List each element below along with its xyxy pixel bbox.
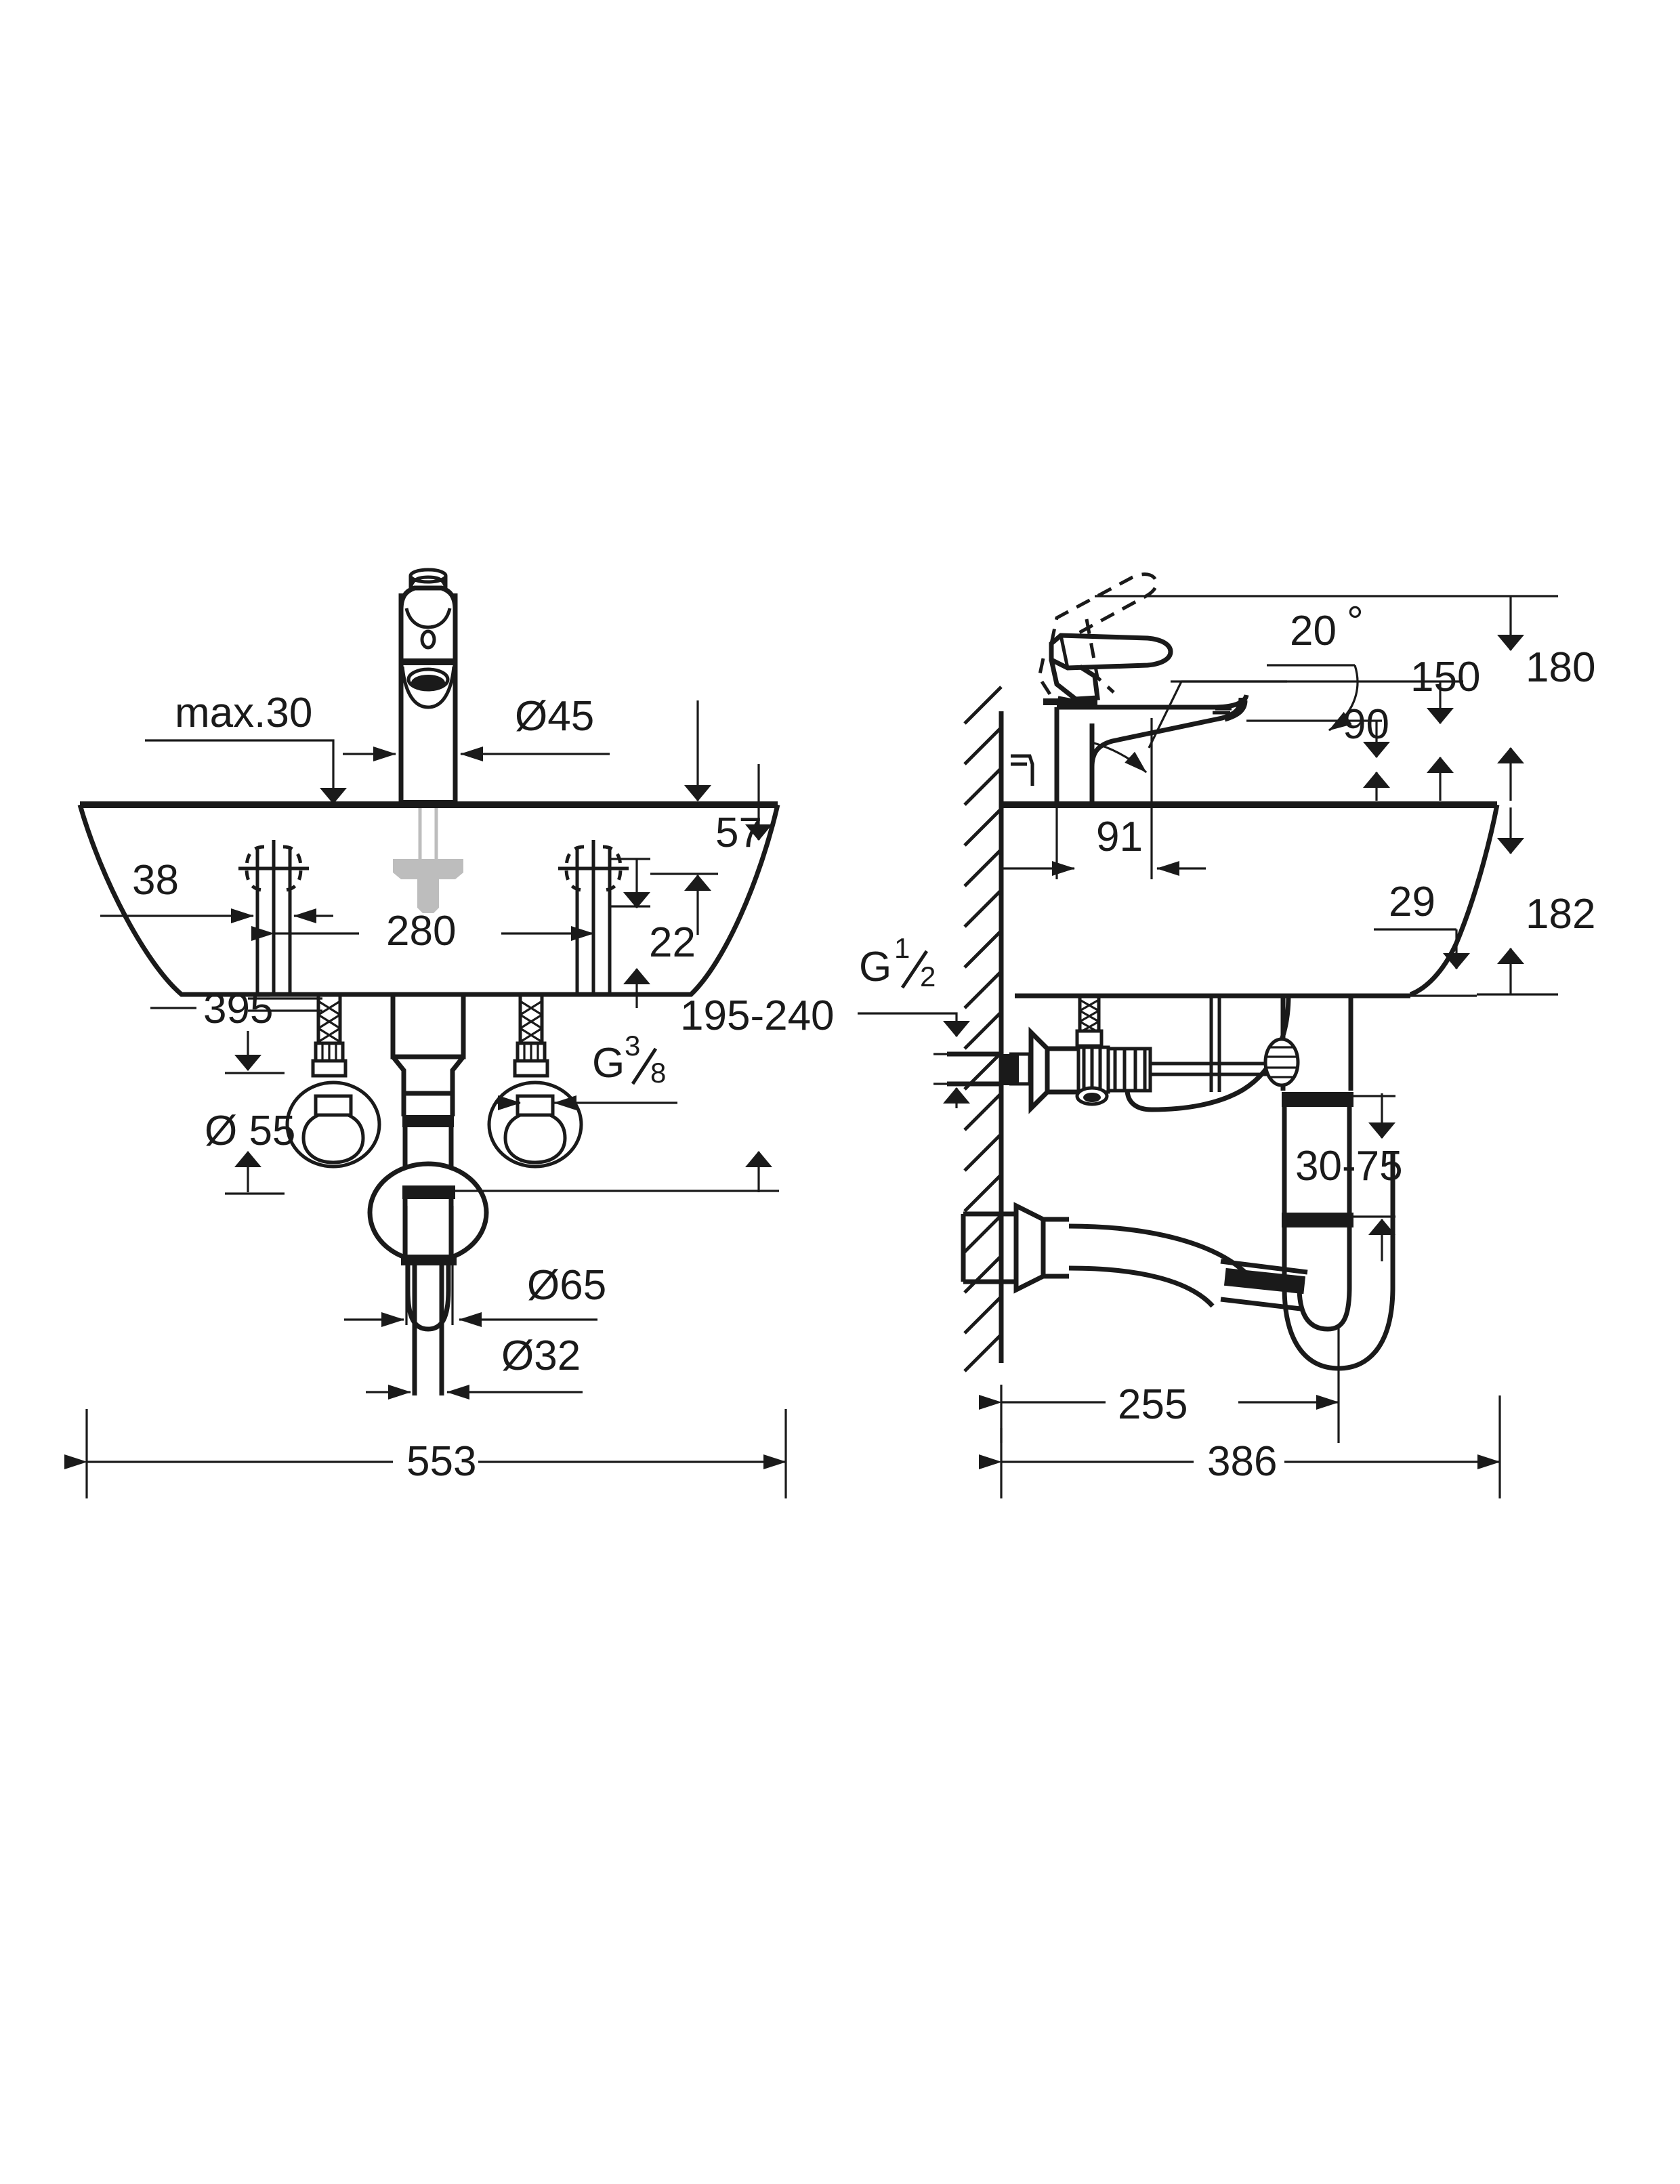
dim-386-label: 386 xyxy=(1207,1438,1277,1485)
dim-395: 395 xyxy=(150,986,322,1195)
escutcheon-right xyxy=(487,1080,583,1169)
dim-g38-denominator: 8 xyxy=(650,1057,666,1089)
escutcheon-left xyxy=(285,1080,381,1169)
dim-30-75: 30-75 xyxy=(1295,1093,1403,1261)
dim-195240-label: 195-240 xyxy=(680,992,835,1039)
dim-g38-numerator: 3 xyxy=(625,1030,640,1062)
dim-g12-numerator: 1 xyxy=(894,932,910,964)
drain-trap-side xyxy=(961,996,1395,1371)
drain-assembly-front xyxy=(367,996,489,1395)
front-view: max.30 Ø45 57 38 280 xyxy=(64,568,835,1498)
dim-90: 90 xyxy=(1246,701,1390,801)
dim-max30-label: max.30 xyxy=(175,690,312,736)
mixer-front-elevation xyxy=(398,568,458,807)
dim-d65: Ø65 xyxy=(344,1206,606,1327)
dim-3075-label: 30-75 xyxy=(1295,1143,1403,1190)
dim-280-label: 280 xyxy=(386,908,456,954)
dim-20deg-label: 20 xyxy=(1290,608,1337,654)
dim-d55: Ø 55 xyxy=(205,1108,295,1154)
dim-57-label: 57 xyxy=(715,810,762,856)
dim-91: 91 xyxy=(1001,718,1206,879)
dim-395-label: 395 xyxy=(203,986,273,1032)
basin-front-outline xyxy=(77,801,780,997)
dim-255: 255 xyxy=(979,1328,1340,1443)
dim-29-label: 29 xyxy=(1389,879,1435,925)
dim-d55-label: Ø 55 xyxy=(205,1108,295,1154)
dim-22-label: 22 xyxy=(649,919,696,966)
dim-20-deg: 20 ° xyxy=(1091,598,1364,774)
dim-38: 38 xyxy=(100,857,333,923)
dim-180: 180 xyxy=(1095,595,1595,801)
dim-d45-label: Ø45 xyxy=(515,693,594,740)
dim-255-label: 255 xyxy=(1118,1381,1188,1428)
tap-hole-left xyxy=(238,840,309,994)
dim-g38-main: G xyxy=(592,1040,625,1087)
dim-d32-label: Ø32 xyxy=(501,1332,581,1379)
dim-d32: Ø32 xyxy=(366,1332,583,1400)
dim-g12-denominator: 2 xyxy=(920,961,936,992)
wall xyxy=(963,686,1004,1372)
dim-g12: G 1 2 xyxy=(858,932,970,1108)
tap-hole-right xyxy=(558,840,629,994)
dim-22: 22 xyxy=(610,858,696,1008)
dim-553: 553 xyxy=(64,1409,787,1498)
dim-386: 386 xyxy=(979,1395,1501,1498)
dim-90-label: 90 xyxy=(1343,701,1389,748)
dim-553-label: 553 xyxy=(406,1438,476,1485)
dim-d65-label: Ø65 xyxy=(527,1262,606,1309)
dim-150: 150 xyxy=(1171,654,1480,801)
dim-182-label: 182 xyxy=(1526,891,1595,938)
mounting-stud xyxy=(393,807,463,913)
dim-182: 182 xyxy=(1477,807,1595,996)
flexible-hose-right xyxy=(513,996,549,1078)
dim-g38: G 3 8 xyxy=(497,1030,677,1110)
angle-valve-side xyxy=(947,996,1275,1114)
mixer-side-elevation xyxy=(1011,572,1249,803)
side-view: 20 ° 180 150 90 xyxy=(858,572,1595,1498)
dim-20deg-suffix: ° xyxy=(1347,598,1364,645)
dim-29: 29 xyxy=(1287,879,1477,997)
dim-150-label: 150 xyxy=(1410,654,1480,700)
dim-180-label: 180 xyxy=(1526,644,1595,691)
dim-max30: max.30 xyxy=(145,690,347,804)
dim-280: 280 xyxy=(251,908,594,954)
dim-195-240: 195-240 xyxy=(447,764,835,1192)
dim-d45: Ø45 xyxy=(343,693,610,761)
dim-38-label: 38 xyxy=(132,857,179,904)
dim-g12-main: G xyxy=(859,944,891,990)
flexible-hose-left xyxy=(311,996,348,1078)
dim-91-label: 91 xyxy=(1096,814,1143,860)
